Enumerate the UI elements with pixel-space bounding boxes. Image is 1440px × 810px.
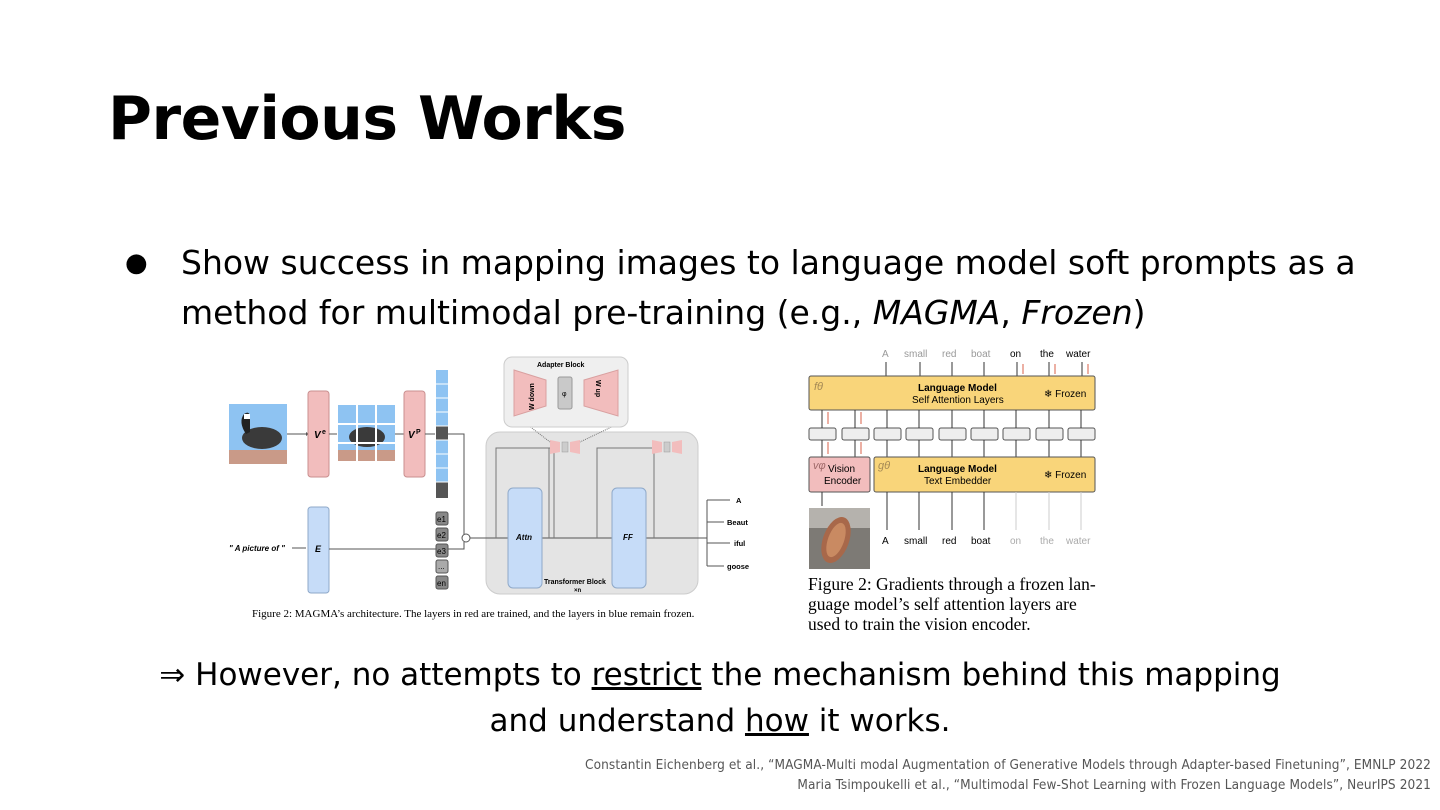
adapter-title: Adapter Block [537,362,585,369]
bullet-sep: , [1000,293,1022,332]
bottom-token: water [1065,536,1091,547]
transformer-times: ×n [574,588,582,594]
lm-bottom-sub: Text Embedder [924,476,992,487]
conclusion: ⇒ However, no attempts to restrict the m… [0,652,1440,744]
bullet-icon: ● [125,248,148,278]
bottom-token: the [1040,536,1054,547]
lm-top-title: Language Model [918,383,997,394]
goose-image [229,404,287,464]
vp-label: V [408,430,416,441]
input-text: " A picture of " [229,544,285,553]
top-token: the [1040,349,1054,360]
top-token: A [882,349,889,360]
lm-bottom-title: Language Model [918,464,997,475]
ve-label: V [314,430,322,441]
ff-label: FF [623,533,634,542]
top-token: on [1010,349,1021,360]
conclusion-text: However, no attempts to [185,657,592,693]
citation-frozen: Maria Tsimpoukelli et al., “Multimodal F… [797,777,1431,793]
emb-dots: ... [438,562,445,571]
f-theta-label: fθ [814,381,823,393]
caption-line: Figure 2: Gradients through a frozen lan… [808,574,1096,594]
output-token: iful [734,539,745,548]
frozen-figure: A small red boat on the water fθ Languag… [808,349,1096,569]
v-phi-label: vφ [813,460,826,472]
top-token: boat [971,349,991,360]
caption-line: guage model’s self attention layers are [808,594,1077,614]
g-theta-label: gθ [878,460,890,472]
magma-architecture-figure: V e V P " A picture of " E e1 [229,356,749,595]
mini-adapter-1 [550,440,580,454]
bullet-text: Show success in mapping images to langua… [181,238,1361,338]
w-up-label: W up [594,380,601,397]
magma-caption: Figure 2: MAGMA’s architecture. The laye… [252,608,695,620]
patch-column [436,370,448,498]
frozen-em: Frozen [1021,293,1133,332]
frozen-label-top: ❄ Frozen [1044,389,1086,400]
implies-arrow-icon: ⇒ [159,657,186,693]
magma-em: MAGMA [872,293,1001,332]
bottom-token: boat [971,536,991,547]
conclusion-text: and understand [489,703,745,739]
e-label: E [315,544,322,554]
slide-title: Previous Works [108,84,626,154]
output-token: Beaut [727,518,748,527]
emb-2: e2 [437,531,446,540]
conclusion-text: the mechanism behind this mapping [701,657,1281,693]
bullet-close: ) [1132,293,1146,332]
vision-encoder-line1: Vision [828,464,855,475]
transformer-label: Transformer Block [544,579,606,586]
emb-n: en [437,579,446,588]
bottom-token: red [942,536,956,547]
top-token: red [942,349,956,360]
image-patches [338,405,395,461]
emb-1: e1 [437,515,446,524]
bottom-token: on [1010,536,1021,547]
mini-adapter-2 [652,440,682,454]
phi-label: φ [562,391,567,398]
lm-top-sub: Self Attention Layers [912,395,1004,406]
top-token: small [904,349,927,360]
conclusion-text: it works. [808,703,951,739]
frozen-caption: Figure 2: Gradients through a frozen lan… [808,574,1118,634]
output-token: goose [727,562,749,571]
ve-sup: e [322,429,326,436]
w-down-label: W down [529,383,536,410]
emb-3: e3 [437,547,446,556]
attn-label: Attn [515,533,532,542]
caption-line: used to train the vision encoder. [808,614,1031,634]
bottom-token: A [882,536,889,547]
restrict-underlined: restrict [591,657,702,693]
vision-encoder-line2: Encoder [824,476,862,487]
top-token: water [1065,349,1091,360]
citation-magma: Constantin Eichenberg et al., “MAGMA-Mul… [585,757,1431,773]
boat-image [809,508,870,569]
how-underlined: how [744,703,809,739]
frozen-label-bottom: ❄ Frozen [1044,470,1086,481]
bottom-token: small [904,536,927,547]
bullet-text-main: Show success in mapping images to langua… [181,243,1356,332]
vp-sup: P [416,429,421,436]
output-token: A [736,496,742,505]
embedding-stack: e1 e2 e3 ... en [435,511,449,590]
